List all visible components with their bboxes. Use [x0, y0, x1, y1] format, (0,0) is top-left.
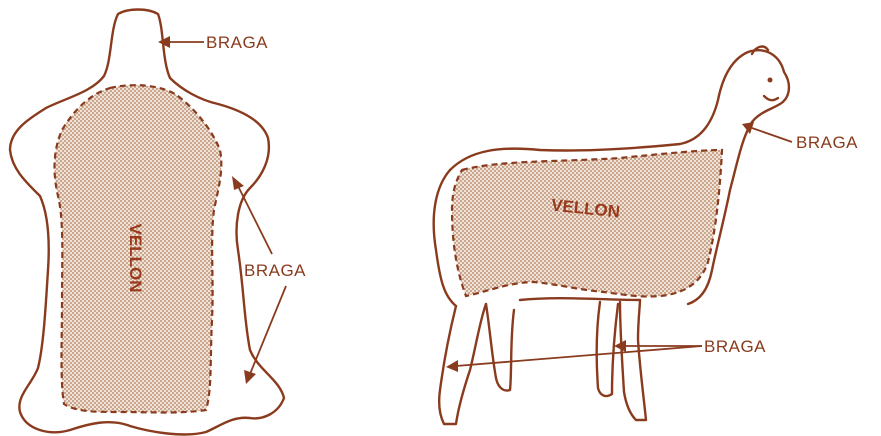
alpaca-label-braga-legs: BRAGA [704, 337, 766, 356]
alpaca-label-braga-neck: BRAGA [796, 133, 858, 152]
hide-side-arrowhead-upper [232, 176, 244, 190]
alpaca-front-leg-2 [620, 300, 646, 420]
alpaca-fleece-area [452, 150, 722, 297]
alpaca-diagram: VELLON BRAGA BRAGA [434, 47, 858, 424]
alpaca-underside [520, 298, 640, 300]
hide-label-vellon: VELLON [126, 224, 145, 293]
hide-label-braga-side: BRAGA [244, 261, 306, 280]
hide-diagram: VELLON BRAGA BRAGA [10, 10, 306, 435]
alpaca-hind-leg-2 [486, 304, 514, 391]
hide-label-braga-neck: BRAGA [206, 33, 268, 52]
hide-side-arrowhead-lower [244, 370, 256, 384]
alpaca-mouth [764, 96, 778, 100]
alpaca-neck-leader [752, 128, 792, 142]
hide-side-leader-upper [238, 186, 272, 254]
alpaca-front-leg-1 [597, 302, 618, 396]
alpaca-eye [768, 78, 773, 83]
alpaca-legs-arrowhead-left [446, 360, 458, 372]
hide-side-leader-lower [250, 286, 286, 374]
